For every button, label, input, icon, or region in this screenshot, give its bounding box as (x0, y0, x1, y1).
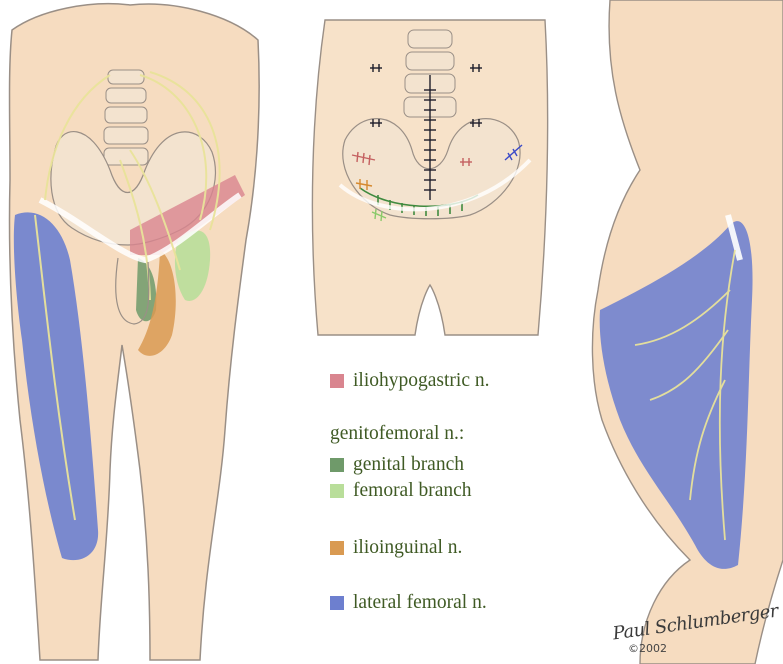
legend-item-lateral-femoral: lateral femoral n. (330, 592, 487, 614)
legend-label: lateral femoral n. (353, 592, 487, 614)
legend-label: femoral branch (353, 480, 472, 502)
legend-item-iliohypogastric: iliohypogastric n. (330, 370, 489, 392)
signature-year: ©2002 (628, 642, 667, 655)
incision-figure (312, 20, 547, 335)
legend-swatch-ilioinguinal (330, 541, 344, 555)
legend-swatch-lateral-femoral (330, 596, 344, 610)
legend-item-femoral-branch: femoral branch (330, 480, 472, 502)
legend-swatch-femoral-branch (330, 484, 344, 498)
legend-swatch-iliohypogastric (330, 374, 344, 388)
lateral-figure (592, 0, 783, 664)
legend-label: iliohypogastric n. (353, 370, 489, 392)
legend-swatch-genital-branch (330, 458, 344, 472)
legend-group-heading: genitofemoral n.: (330, 423, 464, 445)
legend-label: genital branch (353, 454, 464, 476)
legend-item-genital-branch: genital branch (330, 454, 464, 476)
legend-item-ilioinguinal: ilioinguinal n. (330, 537, 462, 559)
legend-label: ilioinguinal n. (353, 537, 462, 559)
artist-signature: Paul Schlumberger ©2002 (612, 612, 779, 633)
anterior-figure (9, 4, 259, 660)
